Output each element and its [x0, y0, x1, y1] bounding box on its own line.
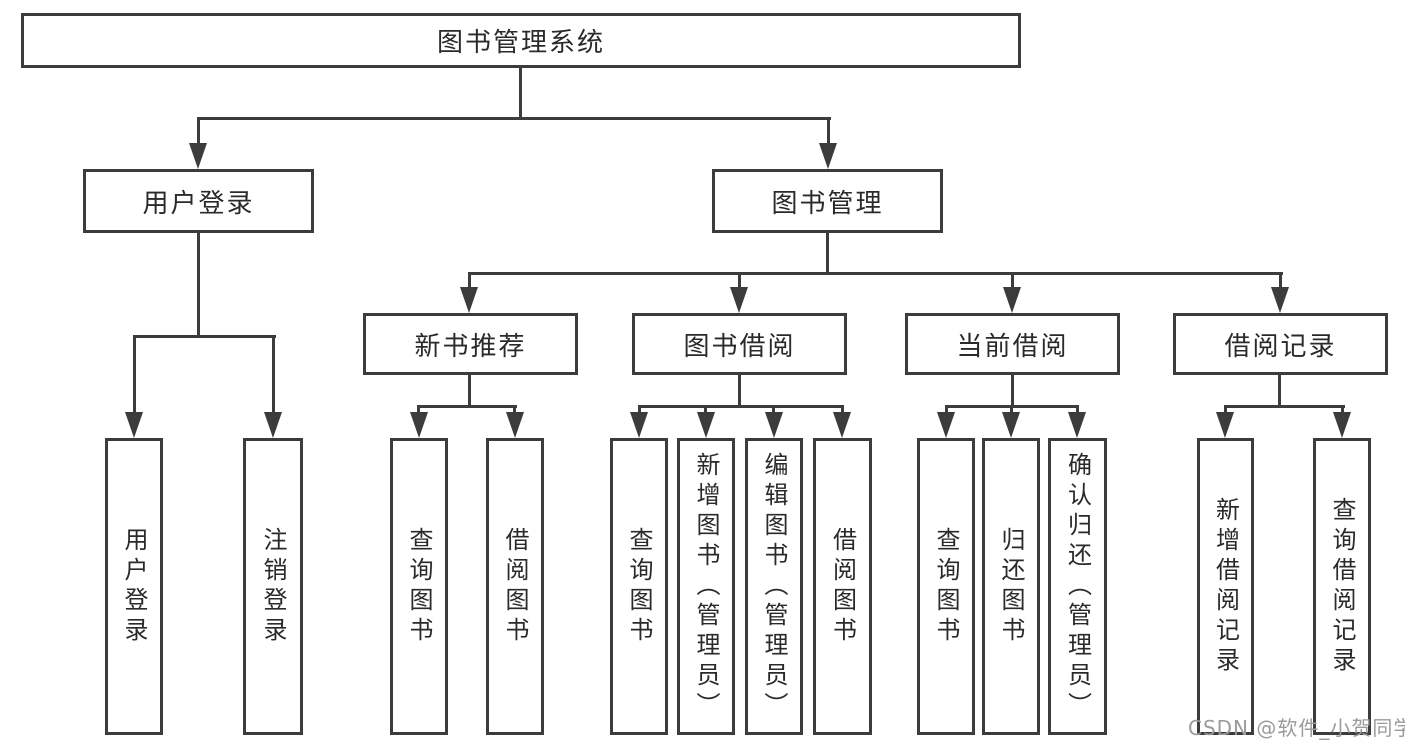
connector-line [827, 117, 830, 147]
node-leaf-confirm-return-admin: 确认归还（管理员） [1048, 438, 1107, 735]
connector-line [704, 405, 707, 415]
arrowhead-down-icon [410, 412, 428, 438]
watermark-text: CSDN @软件_小贺同学 [1188, 716, 1405, 740]
node-borrowing-records: 借阅记录 [1173, 313, 1388, 375]
connector-line [738, 375, 741, 405]
connector-line [197, 117, 200, 147]
node-leaf-borrow-books-2: 借阅图书 [813, 438, 872, 735]
connector-line [1011, 375, 1014, 405]
connector-line [519, 68, 522, 119]
connector-line [417, 405, 517, 408]
arrowhead-down-icon [1271, 287, 1289, 313]
node-leaf-return-books: 归还图书 [982, 438, 1040, 735]
arrowhead-down-icon [697, 412, 715, 438]
arrowhead-down-icon [819, 143, 837, 169]
connector-line [1224, 405, 1345, 408]
node-leaf-user-login: 用户登录 [105, 438, 163, 735]
arrowhead-down-icon [264, 412, 282, 438]
connector-line [272, 335, 275, 415]
arrowhead-down-icon [1068, 412, 1086, 438]
connector-line [133, 335, 276, 338]
connector-line [738, 272, 741, 290]
connector-line [197, 117, 831, 120]
connector-line [468, 272, 1283, 275]
arrowhead-down-icon [506, 412, 524, 438]
connector-line [1279, 272, 1282, 290]
connector-line [638, 405, 844, 408]
connector-line [1278, 375, 1281, 405]
node-leaf-logout: 注销登录 [243, 438, 303, 735]
node-current-borrowing: 当前借阅 [905, 313, 1120, 375]
arrowhead-down-icon [765, 412, 783, 438]
connector-line [1224, 405, 1227, 415]
node-leaf-edit-book-admin: 编辑图书（管理员） [745, 438, 803, 735]
arrowhead-down-icon [630, 412, 648, 438]
node-leaf-query-books-2: 查询图书 [610, 438, 668, 735]
connector-line [417, 405, 420, 415]
node-leaf-add-borrow-record: 新增借阅记录 [1197, 438, 1254, 735]
connector-line [468, 375, 471, 405]
node-library-management-system: 图书管理系统 [21, 13, 1021, 68]
connector-line [1010, 405, 1013, 415]
node-leaf-query-borrow-record: 查询借阅记录 [1313, 438, 1371, 735]
arrowhead-down-icon [937, 412, 955, 438]
connector-line [945, 405, 948, 415]
connector-line [638, 405, 641, 415]
arrowhead-down-icon [189, 143, 207, 169]
arrowhead-down-icon [1216, 412, 1234, 438]
connector-line [841, 405, 844, 415]
connector-line [513, 405, 516, 415]
arrowhead-down-icon [730, 287, 748, 313]
connector-line [468, 272, 471, 290]
node-new-book-recommendation: 新书推荐 [363, 313, 578, 375]
arrowhead-down-icon [125, 412, 143, 438]
connector-line [1011, 272, 1014, 290]
node-leaf-add-book-admin: 新增图书（管理员） [677, 438, 735, 735]
connector-line [197, 233, 200, 335]
node-leaf-query-books-1: 查询图书 [390, 438, 448, 735]
connector-line [772, 405, 775, 415]
node-book-management: 图书管理 [712, 169, 943, 233]
arrowhead-down-icon [1333, 412, 1351, 438]
node-leaf-query-books-3: 查询图书 [917, 438, 975, 735]
connector-line [1076, 405, 1079, 415]
node-user-login: 用户登录 [83, 169, 314, 233]
arrowhead-down-icon [833, 412, 851, 438]
arrowhead-down-icon [460, 287, 478, 313]
connector-line [1341, 405, 1344, 415]
connector-line [133, 335, 136, 415]
connector-line [826, 233, 829, 272]
arrowhead-down-icon [1002, 412, 1020, 438]
node-leaf-borrow-books-1: 借阅图书 [486, 438, 544, 735]
arrowhead-down-icon [1003, 287, 1021, 313]
node-book-borrowing: 图书借阅 [632, 313, 847, 375]
